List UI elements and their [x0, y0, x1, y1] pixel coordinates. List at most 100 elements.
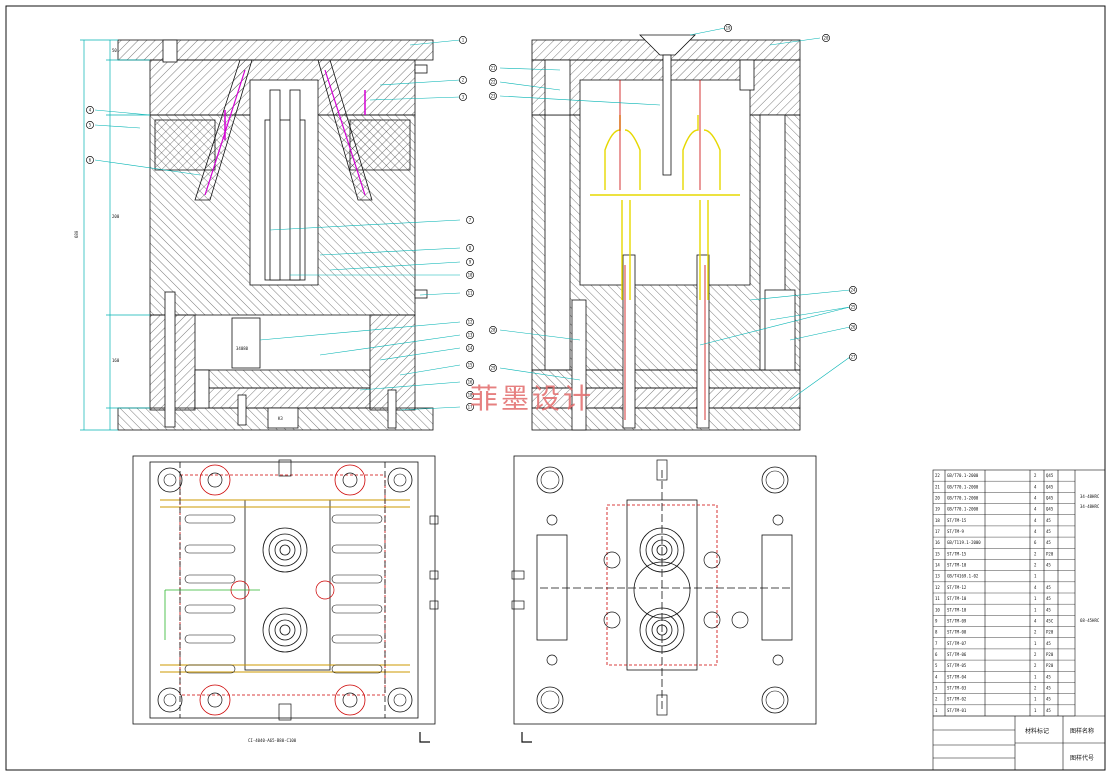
balloon-label: 16	[468, 379, 473, 384]
bom-cell: ST/TM-06	[947, 652, 967, 657]
locating-block	[278, 703, 292, 721]
balloon: 21	[489, 64, 497, 72]
balloon-label: 17	[468, 404, 473, 409]
bom-cell: 13	[935, 574, 940, 579]
balloon: 19	[724, 24, 732, 32]
guide-bush-inner	[540, 690, 560, 710]
cooling-circle	[315, 580, 335, 600]
left-plan-view	[132, 455, 436, 725]
bom-cell: 5	[935, 663, 938, 668]
balloon-label: 2	[462, 77, 465, 82]
balloon: 18	[466, 391, 474, 399]
slot-outline	[331, 664, 383, 674]
balloon-label: 4	[89, 107, 92, 112]
balloon: 25	[849, 303, 857, 311]
balloon: 8	[466, 244, 474, 252]
balloon: 7	[466, 216, 474, 224]
slot-outline	[331, 544, 383, 554]
box-left-label: 34080	[236, 346, 249, 351]
bom-cell: ST/TM-05	[947, 663, 967, 668]
balloon: 9	[466, 258, 474, 266]
bom-cell: 11	[935, 596, 940, 601]
bom-cell: ST/TM-12	[947, 585, 967, 590]
bom-cell: 2	[1034, 473, 1037, 478]
bom-cell: 2	[1034, 652, 1037, 657]
bom-note-2: 34-48HRC	[1080, 504, 1100, 509]
bom-cell: 45	[1046, 607, 1051, 612]
balloon: 28	[489, 326, 497, 334]
balloon-label: 27	[851, 354, 856, 359]
water-nipple	[429, 515, 439, 525]
bom-cell: ST/TM-08	[947, 630, 967, 635]
balloon: 15	[466, 361, 474, 369]
bom-cell: 45	[1046, 563, 1051, 568]
cavity-ring	[262, 607, 308, 653]
cavity-ring	[645, 613, 679, 647]
cavity-ring	[268, 533, 302, 567]
dim-mid: 200	[112, 214, 120, 219]
bom-cell: 6	[935, 652, 938, 657]
guide-bush-circle	[761, 466, 789, 494]
bom-cell: 2	[935, 697, 938, 702]
balloon-label: 7	[469, 217, 472, 222]
guide-bush-inner	[393, 693, 407, 707]
cavity-ring	[268, 613, 302, 647]
bom-cell: 2	[1034, 630, 1037, 635]
balloon: 11	[466, 289, 474, 297]
bolt-hole	[546, 654, 558, 666]
bom-cell: 21	[935, 484, 940, 489]
balloon-label: 25	[851, 304, 856, 309]
bom-cell: ST/TM-01	[947, 708, 967, 713]
sheet-border	[5, 5, 1106, 771]
screw-hole	[603, 611, 621, 629]
bom-cell: 12	[935, 585, 940, 590]
balloon: 20	[822, 34, 830, 42]
bom-cell: GB/T119.1-2000	[947, 540, 981, 545]
balloon-label: 6	[89, 157, 92, 162]
balloon-label: 28	[491, 327, 496, 332]
bom-cell: 4	[1034, 495, 1037, 500]
bom-cell: 1	[935, 708, 938, 713]
bom-cell: P20	[1046, 663, 1054, 668]
balloon: 13	[466, 331, 474, 339]
watermark: 菲墨设计	[470, 382, 594, 415]
bom-cell: 45	[1046, 708, 1051, 713]
bom-cell: ST/TM-02	[947, 697, 967, 702]
bom-cell: ST/TM-10	[947, 607, 967, 612]
bom-cell: P20	[1046, 551, 1054, 556]
balloon-label: 9	[469, 259, 472, 264]
cavity-ring	[274, 619, 296, 641]
balloon-label: 10	[468, 272, 473, 277]
bom-cell: 45	[1046, 540, 1051, 545]
bom-cell: 4	[1034, 529, 1037, 534]
guide-bush-circle	[157, 687, 183, 713]
balloon: 2	[459, 76, 467, 84]
bom-cell: 1	[1034, 607, 1037, 612]
plan-label-left: CI-4040-A65-B80-C100	[248, 738, 297, 743]
balloon: 3	[459, 93, 467, 101]
bom-cell: 45	[1046, 596, 1051, 601]
bom-cell: 45	[1046, 686, 1051, 691]
balloon: 23	[489, 92, 497, 100]
guide-bush-circle	[761, 686, 789, 714]
slot-outline	[331, 574, 383, 584]
cavity-ring	[656, 624, 668, 636]
bom-cell: 19	[935, 507, 940, 512]
bom-cell: 3	[935, 686, 938, 691]
bom-cell: ST/TM-09	[947, 618, 967, 623]
left-dimensions	[80, 39, 150, 431]
bom-cell: 20	[935, 495, 940, 500]
balloon-label: 11	[468, 290, 473, 295]
slot-outline	[184, 604, 236, 614]
cavity-ring	[656, 544, 668, 556]
guide-bush-inner	[765, 690, 785, 710]
cavity-ring	[279, 544, 291, 556]
return-pin-inner	[342, 692, 358, 708]
guide-bush-inner	[540, 470, 560, 490]
dim-total: 680	[74, 230, 79, 238]
dim-top: 50	[112, 48, 117, 53]
bolt-hole	[772, 514, 784, 526]
return-pin-inner	[207, 692, 223, 708]
